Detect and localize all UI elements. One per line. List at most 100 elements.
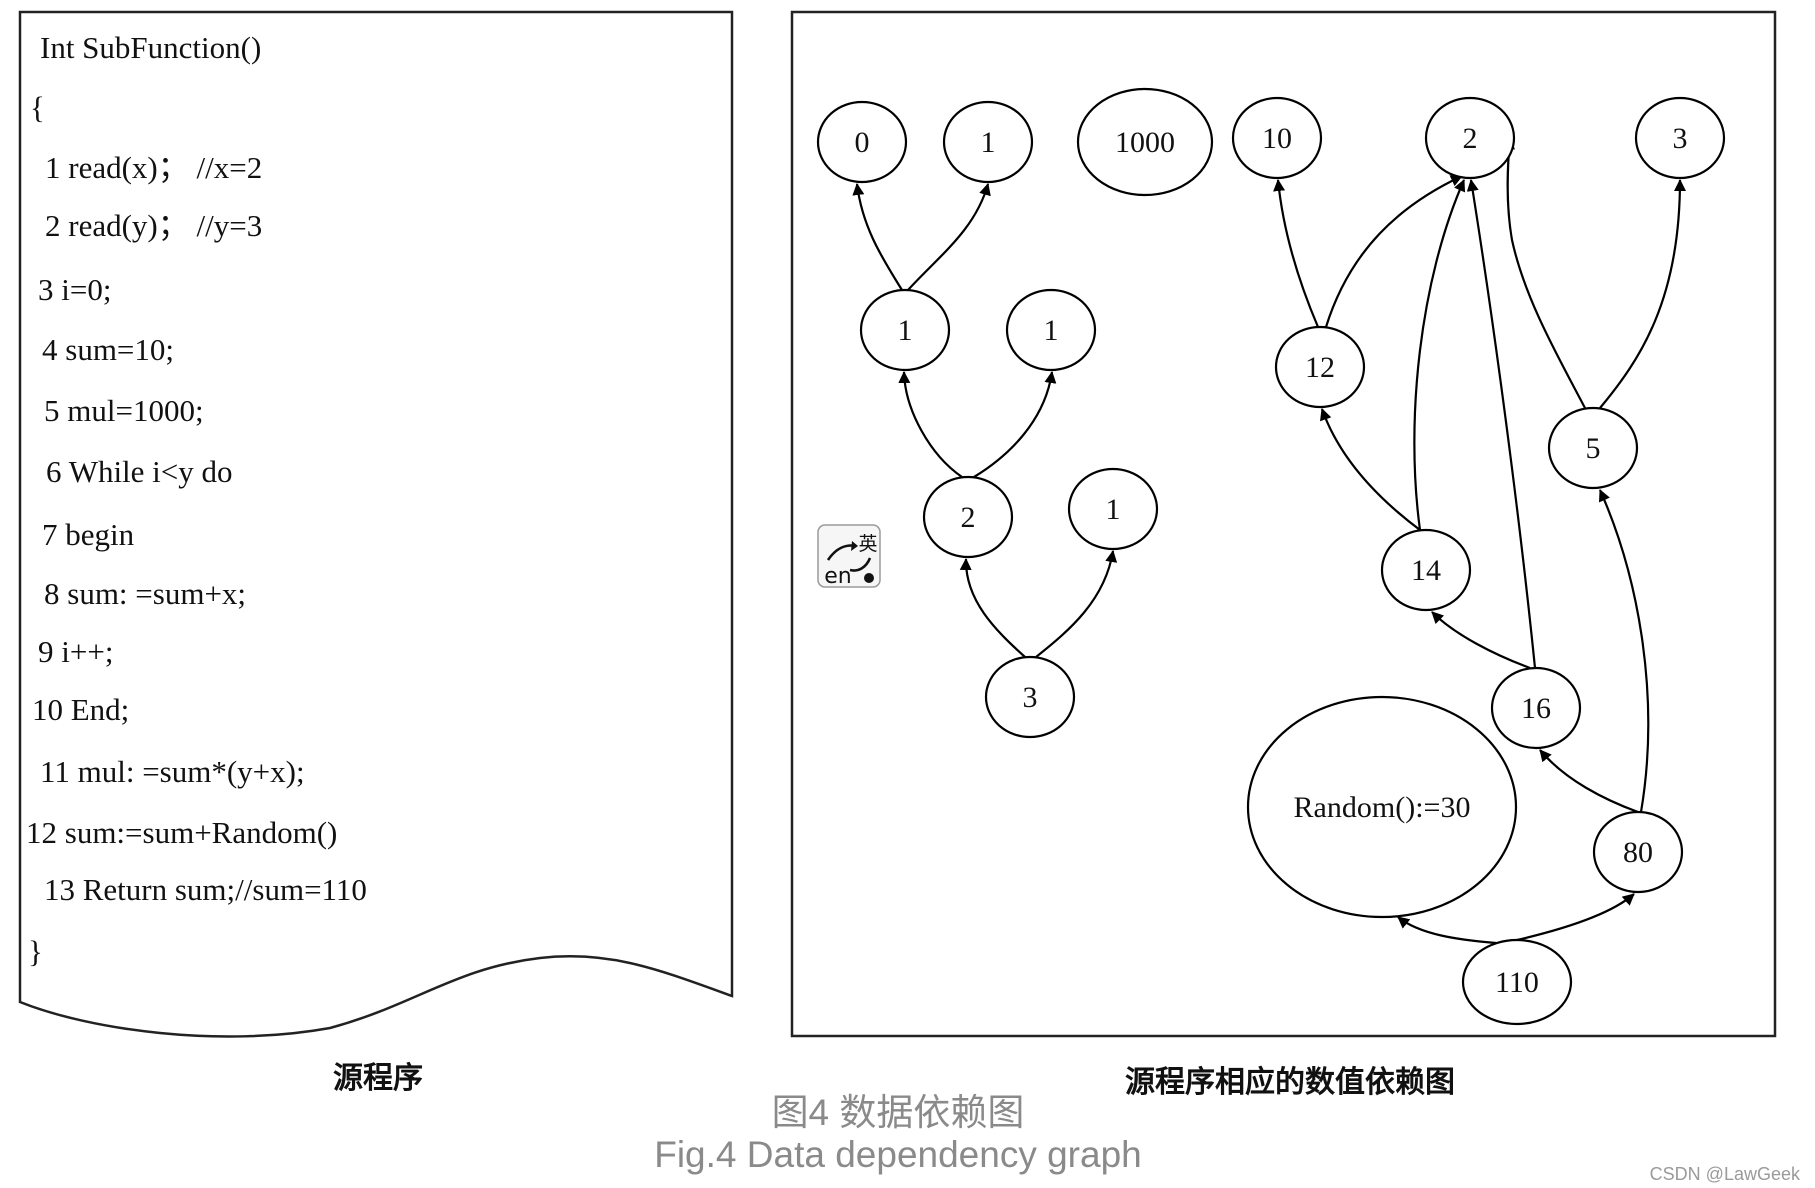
dependency-edge: [1503, 137, 1586, 409]
graph-node-shape: [1067, 467, 1159, 551]
graph-node-label: 80: [1623, 836, 1653, 869]
graph-node-label: 3: [1673, 122, 1688, 155]
dependency-edge: [959, 558, 1026, 658]
graph-node-shape: [1424, 96, 1516, 180]
graph-node-label: 0: [855, 126, 870, 159]
graph-node-shape: [859, 288, 951, 372]
graph-node-label: 5: [1586, 432, 1601, 465]
graph-node-label: 10: [1262, 122, 1292, 155]
graph-node-label: 16: [1521, 692, 1551, 725]
watermark: CSDN @LawGeek: [1650, 1164, 1801, 1184]
code-line: 4 sum=10;: [42, 332, 174, 367]
ime-dot: [864, 573, 874, 583]
code-line: 7 begin: [42, 517, 135, 552]
dependency-edge: [907, 183, 991, 291]
dependency-edge: [1320, 408, 1421, 531]
dependency-edge: [1035, 550, 1118, 658]
ime-glyph-top: 英: [858, 533, 877, 555]
graph-node: 2: [922, 475, 1014, 559]
code-line: 9 i++;: [38, 634, 113, 669]
graph-node-label: 1: [898, 314, 913, 347]
graph-node: 0: [816, 100, 908, 184]
code-line: }: [28, 934, 43, 969]
graph-node-label: 1: [1044, 314, 1059, 347]
graph-node-shape: [1547, 406, 1639, 490]
dependency-edge: [1431, 611, 1531, 670]
source-code-caption: 源程序: [333, 1061, 423, 1095]
graph-node-label: 1: [981, 126, 996, 159]
graph-node: 1: [859, 288, 951, 372]
graph-node: 12: [1274, 325, 1366, 409]
graph-node-shape: [816, 100, 908, 184]
graph-node: 80: [1592, 810, 1684, 894]
graph-node-shape: [1005, 288, 1097, 372]
code-line: 1 read(x)； //x=2: [45, 150, 262, 185]
graph-node-shape: [1380, 528, 1472, 612]
graph-node: 1: [942, 100, 1034, 184]
graph-node-label: 2: [1463, 122, 1478, 155]
figure-title-cn: 图4 数据依赖图: [772, 1092, 1025, 1133]
graph-node-label: 1000: [1115, 126, 1175, 159]
ime-glyph-bottom: en: [824, 564, 851, 589]
code-line: {: [30, 90, 45, 125]
source-code-panel: Int SubFunction() {1 read(x)； //x=2 2 read…: [18, 10, 734, 1095]
graph-node-label: 2: [961, 501, 976, 534]
graph-node-shape: [984, 655, 1076, 739]
code-lines: Int SubFunction() {1 read(x)； //x=2 2 read…: [26, 30, 367, 969]
dependency-edge: [1413, 179, 1466, 531]
graph-node-shape: [1076, 87, 1214, 197]
graph-node-label: 12: [1305, 351, 1335, 384]
ime-arrow-down: [849, 557, 872, 572]
code-line: 10 End;: [32, 692, 129, 727]
code-line: 11 mul: =sum*(y+x);: [40, 754, 305, 789]
graph-node-shape: [1274, 325, 1366, 409]
graph-node-shape: [1461, 938, 1573, 1026]
graph-node: 1000: [1076, 87, 1214, 197]
figure-title-en: Fig.4 Data dependency graph: [654, 1134, 1142, 1175]
graph-node-label: 3: [1023, 681, 1038, 714]
code-line: 3 i=0;: [38, 272, 111, 307]
graph-node-label: Random():=30: [1294, 791, 1471, 824]
graph-node-label: 14: [1411, 554, 1441, 587]
code-line: 2 read(y)； //y=3: [45, 208, 262, 243]
graph-node: 3: [984, 655, 1076, 739]
graph-node: 2: [1424, 96, 1516, 180]
ime-english-icon[interactable]: 英 en: [817, 524, 881, 589]
graph-node-shape: [922, 475, 1014, 559]
dependency-edge: [852, 183, 903, 291]
code-line: 5 mul=1000;: [44, 393, 204, 428]
graph-frame: [790, 10, 1777, 1038]
dependency-edge: [1324, 175, 1463, 328]
graph-node-shape: [1634, 96, 1726, 180]
dependency-edge: [973, 371, 1057, 478]
graph-node: 5: [1547, 406, 1639, 490]
code-line: 12 sum:=sum+Random(): [26, 815, 337, 850]
ime-icon-box: [817, 524, 881, 588]
graph-node: 3: [1634, 96, 1726, 180]
graph-node-label: 1: [1106, 493, 1121, 526]
graph-node: 1: [1005, 288, 1097, 372]
ime-arrowhead-up: [851, 541, 858, 551]
graph-node-shape: [1246, 695, 1518, 919]
dependency-edge: [1516, 893, 1635, 942]
dependency-edge: [1599, 179, 1686, 409]
graph-caption: 源程序相应的数值依赖图: [1125, 1065, 1455, 1099]
graph-node: Random():=30: [1246, 695, 1518, 919]
graph-node-shape: [942, 100, 1034, 184]
dependency-edge: [1397, 916, 1497, 945]
graph-node-shape: [1490, 666, 1582, 750]
dependency-edge: [1598, 489, 1650, 813]
graph-node-label: 110: [1495, 966, 1539, 999]
graph-node: 14: [1380, 528, 1472, 612]
code-line: 13 Return sum;//sum=110: [44, 872, 367, 907]
graph-node-shape: [1231, 96, 1323, 180]
code-line: Int SubFunction(): [40, 30, 261, 65]
document-frame: [18, 10, 734, 1038]
graph-node: 110: [1461, 938, 1573, 1026]
code-line: 6 While i<y do: [46, 454, 233, 489]
dependency-edge: [1273, 179, 1320, 328]
graph-node: 10: [1231, 96, 1323, 180]
graph-node: 16: [1490, 666, 1582, 750]
